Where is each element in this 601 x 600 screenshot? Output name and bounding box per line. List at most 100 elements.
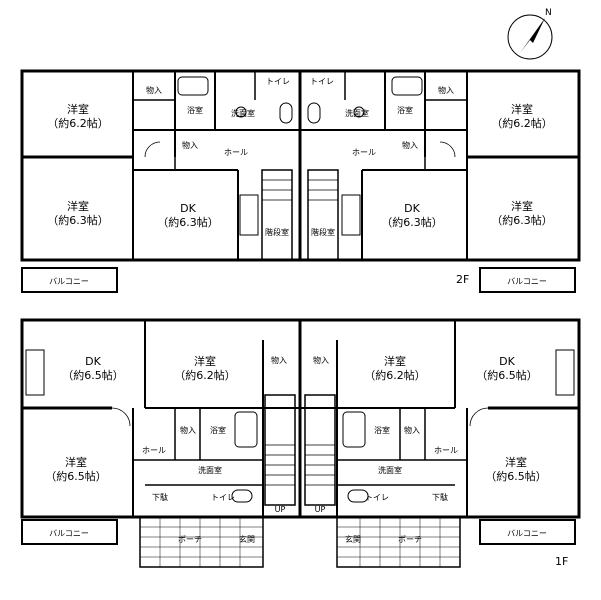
room-size: （約6.5帖） — [476, 368, 538, 382]
balcony-r-1f — [479, 519, 576, 545]
bathtub-icon — [391, 76, 423, 96]
room-size: （約6.2帖） — [174, 368, 236, 382]
washroom-label: 洗面室 — [345, 108, 369, 118]
bath-label: 浴室 — [187, 105, 203, 115]
sink-icon — [353, 106, 365, 118]
toilet-label: トイレ — [310, 77, 334, 86]
room-size: （約6.3帖） — [47, 213, 109, 227]
door-swing — [469, 407, 489, 427]
stair-l-2f — [261, 169, 293, 261]
porch-tiles — [140, 517, 460, 567]
closet-label: 物入 — [182, 140, 198, 150]
up-label: UP — [275, 505, 286, 514]
compass: N — [507, 8, 553, 60]
room-name: 洋室 — [65, 455, 87, 469]
compass-north-label: N — [545, 8, 552, 18]
room-size: （約6.3帖） — [491, 213, 553, 227]
room-name: 洋室 — [511, 199, 533, 213]
porch-l — [139, 516, 264, 568]
closet-label: 物入 — [180, 425, 196, 435]
closet-label: 物入 — [404, 425, 420, 435]
hall-label: ホール — [224, 148, 248, 157]
balcony-l-1f — [21, 519, 118, 545]
toilet-label: トイレ — [266, 77, 290, 86]
balcony-label: バルコニー — [49, 529, 89, 538]
shoe-cabinet-label: 下駄 — [152, 492, 168, 502]
kitchen-counter-icon — [239, 194, 259, 236]
stair-treads — [262, 179, 338, 201]
floor-1 — [20, 318, 581, 568]
stair-label: 階段室 — [311, 227, 335, 237]
door-swing — [111, 407, 131, 427]
door-swing — [144, 141, 161, 158]
room-name: DK — [180, 202, 196, 215]
room-size: （約6.3帖） — [381, 215, 443, 229]
sink-icon — [235, 106, 247, 118]
floor-2 — [20, 69, 581, 293]
compass-ring-icon — [507, 14, 553, 60]
room-size: （約6.5帖） — [485, 469, 547, 483]
porch-label: ポーチ — [398, 535, 422, 544]
toilet-label: トイレ — [365, 493, 389, 502]
room-size: （約6.3帖） — [157, 215, 219, 229]
room-name: DK — [499, 355, 515, 368]
entrance-label: 玄関 — [239, 534, 255, 544]
floor-2-labels: 洋室 （約6.2帖） 洋室 （約6.3帖） DK （約6.3帖） DK （約6.… — [47, 102, 553, 229]
stair-l-1f — [264, 394, 296, 506]
toilet-bowl-icon — [231, 489, 253, 503]
room-size: （約6.5帖） — [62, 368, 124, 382]
room-name: DK — [85, 355, 101, 368]
balcony-label: バルコニー — [507, 529, 547, 538]
entrance-label: 玄関 — [345, 534, 361, 544]
room-name: 洋室 — [384, 354, 406, 368]
bathtub-icon — [177, 76, 209, 96]
hall-label: ホール — [434, 446, 458, 455]
room-name: 洋室 — [67, 199, 89, 213]
bath-label: 浴室 — [397, 105, 413, 115]
washroom-label: 洗面室 — [378, 465, 402, 475]
floor-label-2f: 2F — [456, 273, 469, 286]
stair-treads — [265, 444, 335, 486]
balcony-l-2f — [21, 267, 118, 293]
hall-label: ホール — [142, 446, 166, 455]
closet-label: 物入 — [146, 85, 162, 95]
balcony-label: バルコニー — [507, 277, 547, 286]
bathtub-icon — [342, 411, 366, 448]
toilet-bowl-icon — [279, 102, 293, 124]
room-name: 洋室 — [194, 354, 216, 368]
kitchen-counter-icon — [555, 349, 575, 396]
kitchen-counter-icon — [25, 349, 45, 396]
shoe-cabinet-label: 下駄 — [432, 492, 448, 502]
door-swing — [439, 141, 456, 158]
room-size: （約6.2帖） — [47, 116, 109, 130]
floor-1-small-labels: 物入 物入 物入 物入 浴室 浴室 ホール ホール 洗面室 洗面室 トイレ トイ… — [49, 355, 547, 544]
toilet-label: トイレ — [211, 493, 235, 502]
closet-label: 物入 — [402, 140, 418, 150]
closet-label: 物入 — [438, 85, 454, 95]
room-name: 洋室 — [67, 102, 89, 116]
floor-1-labels: DK （約6.5帖） 洋室 （約6.2帖） 洋室 （約6.2帖） DK （約6.… — [45, 354, 547, 483]
stair-label: 階段室 — [265, 227, 289, 237]
floor-2-small-labels: 物入 物入 浴室 洗面室 トイレ トイレ 洗面室 浴室 物入 物入 ホール ホー… — [49, 77, 547, 286]
hall-label: ホール — [352, 148, 376, 157]
up-label: UP — [315, 505, 326, 514]
floor-label-1f: 1F — [555, 555, 568, 568]
room-name: 洋室 — [511, 102, 533, 116]
bath-label: 浴室 — [210, 425, 226, 435]
closet-label: 物入 — [313, 355, 329, 365]
balcony-r-2f — [479, 267, 576, 293]
toilet-bowl-icon — [347, 489, 369, 503]
porch-label: ポーチ — [178, 535, 202, 544]
room-name: DK — [404, 202, 420, 215]
compass-arrow-icon — [520, 18, 545, 53]
room-size: （約6.5帖） — [45, 469, 107, 483]
room-size: （約6.2帖） — [364, 368, 426, 382]
closet-label: 物入 — [271, 355, 287, 365]
stair-r-1f — [304, 394, 336, 506]
washroom-label: 洗面室 — [231, 108, 255, 118]
stair-r-2f — [307, 169, 339, 261]
kitchen-counter-icon — [341, 194, 361, 236]
room-size: （約6.2帖） — [491, 116, 553, 130]
balcony-label: バルコニー — [49, 277, 89, 286]
